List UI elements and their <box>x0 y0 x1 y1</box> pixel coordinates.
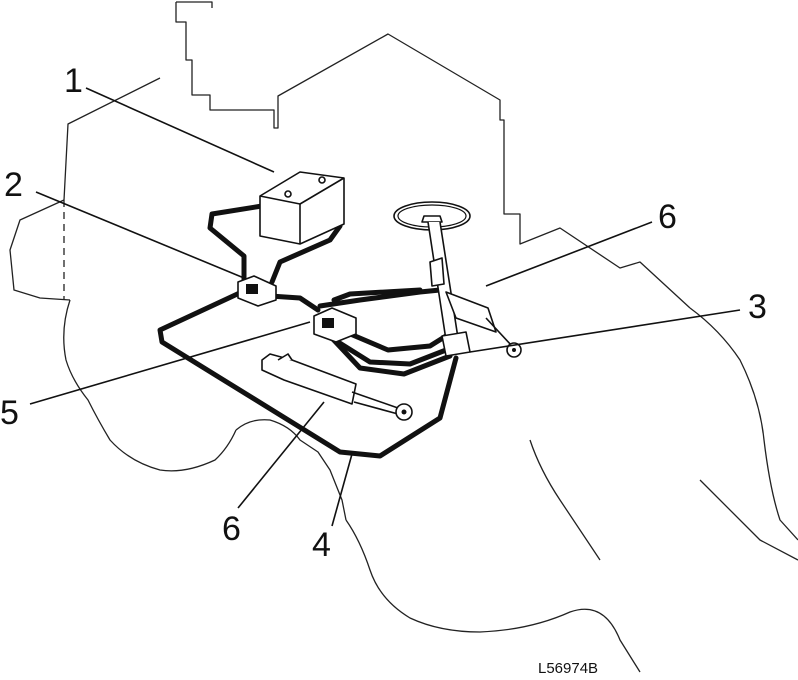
control-valve <box>313 307 357 343</box>
steering-wheel <box>393 201 471 357</box>
callout-6-lower: 6 <box>222 510 241 548</box>
callout-5: 5 <box>0 394 19 432</box>
callout-6-upper: 6 <box>658 198 677 236</box>
hydraulic-hoses <box>157 203 459 459</box>
callout-4: 4 <box>312 526 331 564</box>
callout-1: 1 <box>64 62 83 100</box>
leader-lines <box>29 87 741 527</box>
priority-valve <box>237 275 277 307</box>
steering-cylinder-lower <box>261 353 413 421</box>
battery <box>259 171 345 245</box>
steering-cylinder-right <box>445 291 522 358</box>
callout-2: 2 <box>4 166 23 204</box>
tractor-outline <box>9 1 798 673</box>
callout-3: 3 <box>748 288 767 326</box>
figure-code: L56974B <box>538 660 598 677</box>
